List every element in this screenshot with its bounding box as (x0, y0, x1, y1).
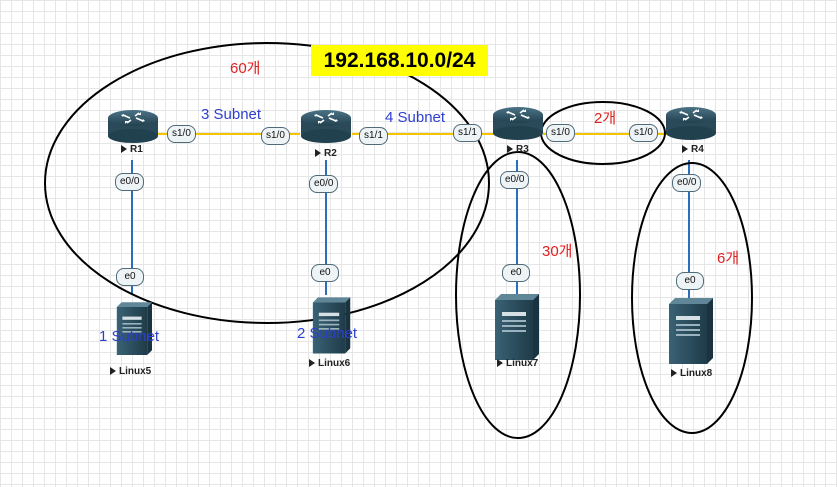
router-label-r4: R4 (682, 144, 704, 155)
port-r3-e0-0: e0/0 (500, 171, 530, 189)
subnet-label-2: 2 Subnet (297, 325, 358, 342)
router-icon[interactable] (665, 106, 717, 141)
network-title: 192.168.10.0/24 (311, 45, 488, 76)
server-icon[interactable] (669, 298, 713, 364)
router-icon[interactable] (107, 109, 159, 144)
host-count-60: 60개 (230, 60, 261, 77)
subnet-ellipse-6 (631, 162, 753, 434)
host-count-30: 30개 (542, 243, 573, 260)
port-r2-s1-0: s1/0 (261, 127, 290, 145)
router-label-r2: R2 (315, 148, 337, 159)
port-r1-e0-0: e0/0 (115, 173, 145, 191)
port-linux8-e0: e0 (676, 272, 704, 290)
port-r3-s1-0: s1/0 (546, 124, 575, 142)
port-linux5-e0: e0 (116, 268, 144, 286)
router-icon[interactable] (300, 109, 352, 144)
host-label-linux7: Linux7 (497, 358, 538, 369)
host-count-2: 2개 (594, 110, 617, 127)
subnet-ellipses (44, 42, 753, 439)
port-linux7-e0: e0 (502, 264, 530, 282)
port-r3-s1-1: s1/1 (453, 124, 482, 142)
host-count-6: 6개 (717, 250, 740, 267)
router-label-r3: R3 (507, 144, 529, 155)
router-label-r1: R1 (121, 144, 143, 155)
subnet-label-1: 1 Subnet (99, 328, 160, 345)
host-label-linux8: Linux8 (671, 368, 712, 379)
port-r4-e0-0: e0/0 (672, 174, 702, 192)
host-label-linux5: Linux5 (110, 366, 151, 377)
host-label-linux6: Linux6 (309, 358, 350, 369)
subnet-ellipse-60 (44, 42, 490, 324)
port-r1-s1-0: s1/0 (167, 125, 196, 143)
port-r4-s1-0: s1/0 (629, 124, 658, 142)
subnet-label-3: 3 Subnet (201, 106, 262, 123)
port-linux6-e0: e0 (311, 264, 339, 282)
port-r2-e0-0: e0/0 (309, 175, 339, 193)
subnet-label-4: 4 Subnet (385, 109, 446, 126)
port-r2-s1-1: s1/1 (359, 127, 388, 145)
server-icon[interactable] (495, 294, 539, 360)
ethernet-links (131, 160, 690, 305)
router-icon[interactable] (492, 106, 544, 141)
